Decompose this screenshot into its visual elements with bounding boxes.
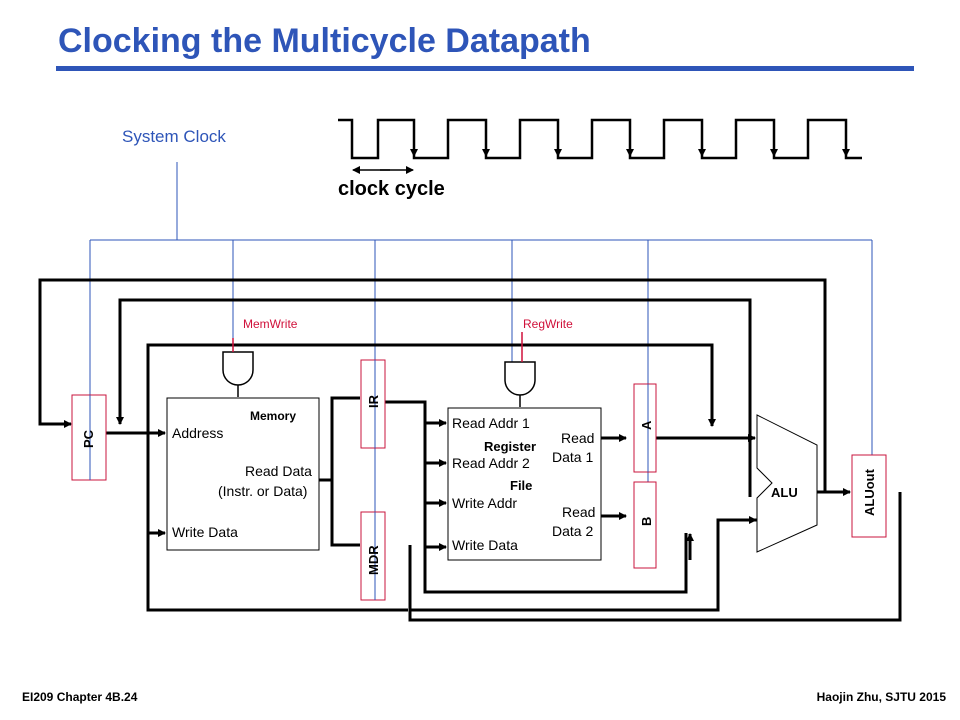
memory-write-data-port: Write Data (172, 524, 238, 540)
b-label: B (639, 517, 654, 526)
reg-read-addr-1-port: Read Addr 1 (452, 415, 530, 431)
memory-address-port: Address (172, 425, 223, 441)
memwrite-and-gate (222, 338, 254, 397)
reg-read-data-1-line1: Read (561, 430, 594, 446)
system-clock-label: System Clock (122, 127, 226, 146)
memory-read-data-subtitle: (Instr. or Data) (218, 483, 307, 499)
memory-read-data-port: Read Data (245, 463, 312, 479)
aluout-register: ALUout (851, 454, 887, 538)
aluout-label: ALUout (862, 468, 877, 516)
register-file-block: Read Addr 1 Register Read Addr 2 File Wr… (447, 407, 602, 561)
clock-cycle-label: clock cycle (338, 178, 445, 200)
alu-label: ALU (771, 485, 798, 500)
alu-block: ALU (756, 414, 818, 553)
a-label: A (639, 420, 654, 430)
clock-edge-arrows (410, 128, 850, 157)
reg-read-addr-2-port: Read Addr 2 (452, 455, 530, 471)
slide-title: Clocking the Multicycle Datapath (58, 22, 591, 60)
footer-chapter: EI209 Chapter 4B.24 (22, 690, 138, 704)
reg-read-data-1-line2: Data 1 (552, 449, 593, 465)
datapath-arrowheads (40, 400, 757, 537)
reg-write-data-port: Write Data (452, 537, 518, 553)
a-register: A (633, 383, 657, 473)
reg-file-title-line1: Register (484, 439, 536, 454)
reg-write-addr-port: Write Addr (452, 495, 517, 511)
reg-read-data-2-line2: Data 2 (552, 523, 593, 539)
reg-file-title-line2: File (510, 478, 532, 493)
regwrite-and-gate (504, 332, 536, 407)
ir-register: IR (360, 359, 386, 449)
ir-label: IR (366, 394, 381, 408)
memory-block: Memory Address Read Data (Instr. or Data… (166, 397, 320, 551)
mdr-label: MDR (366, 545, 381, 575)
pc-label: PC (81, 429, 96, 448)
b-register: B (633, 481, 657, 569)
regwrite-signal-label: RegWrite (523, 317, 573, 331)
memory-title: Memory (250, 409, 296, 423)
clock-waveform (338, 118, 862, 160)
pc-register: PC (71, 394, 107, 481)
mdr-register: MDR (360, 511, 386, 601)
reg-read-data-2-line1: Read (562, 504, 595, 520)
footer-author: Haojin Zhu, SJTU 2015 (816, 690, 946, 704)
title-rule (56, 66, 914, 71)
memwrite-signal-label: MemWrite (243, 317, 298, 331)
